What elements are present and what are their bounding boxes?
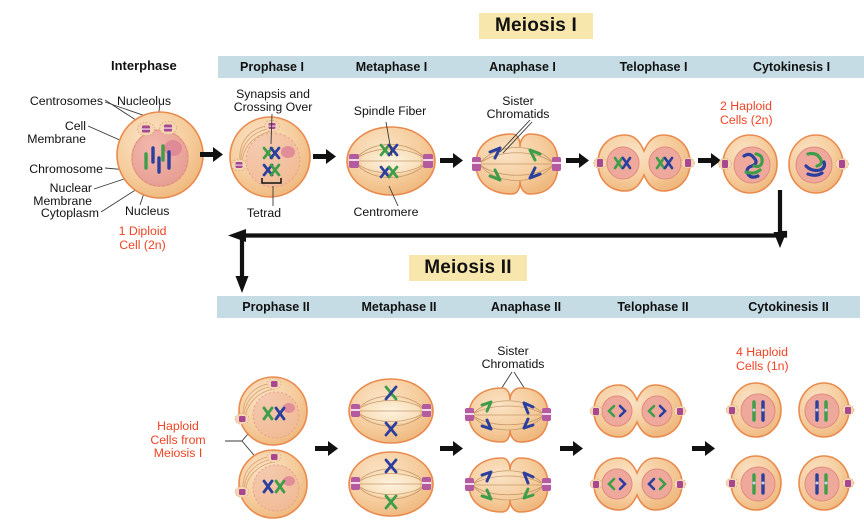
interphase-cell xyxy=(116,111,204,199)
meiosis-1-banner-label: Meiosis I xyxy=(494,15,578,36)
telophase-1-cell xyxy=(593,134,695,192)
metaphase-1-leaders xyxy=(385,121,399,207)
meiosis-1-phase-bar: Prophase I Metaphase I Anaphase I Teloph… xyxy=(218,56,864,78)
interphase-header-label: Interphase xyxy=(111,58,177,73)
arrow-telophase-1-to-cytokinesis-1 xyxy=(698,153,721,168)
phase-header-cytokinesis-2[interactable]: Cytokinesis II xyxy=(748,300,829,314)
haploid-source-caption: Haploid Cells from Meiosis I xyxy=(150,419,206,461)
meiosis-2-phase-bar: Prophase II Metaphase II Anaphase II Tel… xyxy=(217,296,860,318)
label-nuclear-membrane: Nuclear Membrane xyxy=(33,181,92,209)
telophase-2-cell-bottom xyxy=(589,457,687,511)
meiosis-2-banner-label: Meiosis II xyxy=(424,257,512,278)
cytokinesis-1-caption: 2 Haploid Cells (2n) xyxy=(720,99,773,127)
metaphase-2-cell-bottom xyxy=(348,451,434,517)
label-cytoplasm: Cytoplasm xyxy=(40,206,99,220)
interphase-header: Interphase xyxy=(111,59,177,72)
anaphase-2-callout: Sister Chromatids xyxy=(481,344,545,372)
arrow-prophase-1-to-metaphase-1 xyxy=(313,149,336,164)
prophase-1-callout: Synapsis and Crossing Over xyxy=(233,87,313,115)
label-centrosomes: Centrosomes xyxy=(29,94,103,108)
arrow-anaphase-1-to-telophase-1 xyxy=(566,153,589,168)
metaphase-2-cell-top xyxy=(348,378,434,444)
label-nucleolus: Nucleolus xyxy=(117,94,171,108)
phase-header-metaphase-2[interactable]: Metaphase II xyxy=(361,300,437,314)
label-chromosome: Chromosome xyxy=(29,162,103,176)
phase-header-telophase-1[interactable]: Telophase I xyxy=(619,60,688,74)
metaphase-1-cell xyxy=(346,126,436,196)
prophase-1-cell xyxy=(229,116,311,198)
prophase-1-tetrad-label: Tetrad xyxy=(246,206,282,220)
meiosis-flow-connector xyxy=(228,190,788,293)
prophase-1-leaders xyxy=(270,113,274,206)
cytokinesis-1-cells xyxy=(718,134,849,194)
arrow-telophase-2-to-cytokinesis-2 xyxy=(692,441,715,456)
arrow-anaphase-2-to-telophase-2 xyxy=(560,441,583,456)
phase-header-metaphase-1[interactable]: Metaphase I xyxy=(355,60,428,74)
label-cell-membrane: Cell Membrane xyxy=(27,119,86,147)
phase-header-anaphase-2[interactable]: Anaphase II xyxy=(490,300,562,314)
anaphase-1-cell xyxy=(472,133,561,195)
telophase-2-cell-top xyxy=(589,384,687,438)
arrow-metaphase-2-to-anaphase-2 xyxy=(440,441,463,456)
metaphase-1-callout: Spindle Fiber xyxy=(353,104,427,118)
phase-header-prophase-1[interactable]: Prophase I xyxy=(240,60,304,74)
anaphase-1-leaders xyxy=(499,119,533,154)
arrow-interphase-to-prophase-1 xyxy=(200,147,223,162)
phase-header-prophase-2[interactable]: Prophase II xyxy=(242,300,310,314)
cytokinesis-2-caption: 4 Haploid Cells (1n) xyxy=(736,345,789,373)
cytokinesis-2-cells xyxy=(725,382,855,511)
phase-header-cytokinesis-1[interactable]: Cytokinesis I xyxy=(752,60,831,74)
meiosis-2-banner: Meiosis II xyxy=(409,255,527,281)
metaphase-1-centromere-label: Centromere xyxy=(353,205,419,219)
arrow-prophase-2-to-metaphase-2 xyxy=(315,441,338,456)
label-nucleus: Nucleus xyxy=(125,204,170,218)
arrow-metaphase-1-to-anaphase-1 xyxy=(440,153,463,168)
prophase-2-cell-bottom xyxy=(234,449,308,519)
anaphase-2-cell-bottom xyxy=(465,457,551,513)
phase-header-telophase-2[interactable]: Telophase II xyxy=(617,300,689,314)
prophase-2-cell-top xyxy=(234,376,308,446)
meiosis-1-banner: Meiosis I xyxy=(479,13,593,39)
interphase-caption: 1 Diploid Cell (2n) xyxy=(118,224,167,252)
anaphase-2-cell-top xyxy=(465,387,551,443)
anaphase-1-callout: Sister Chromatids xyxy=(486,94,550,122)
phase-header-anaphase-1[interactable]: Anaphase I xyxy=(489,60,556,74)
